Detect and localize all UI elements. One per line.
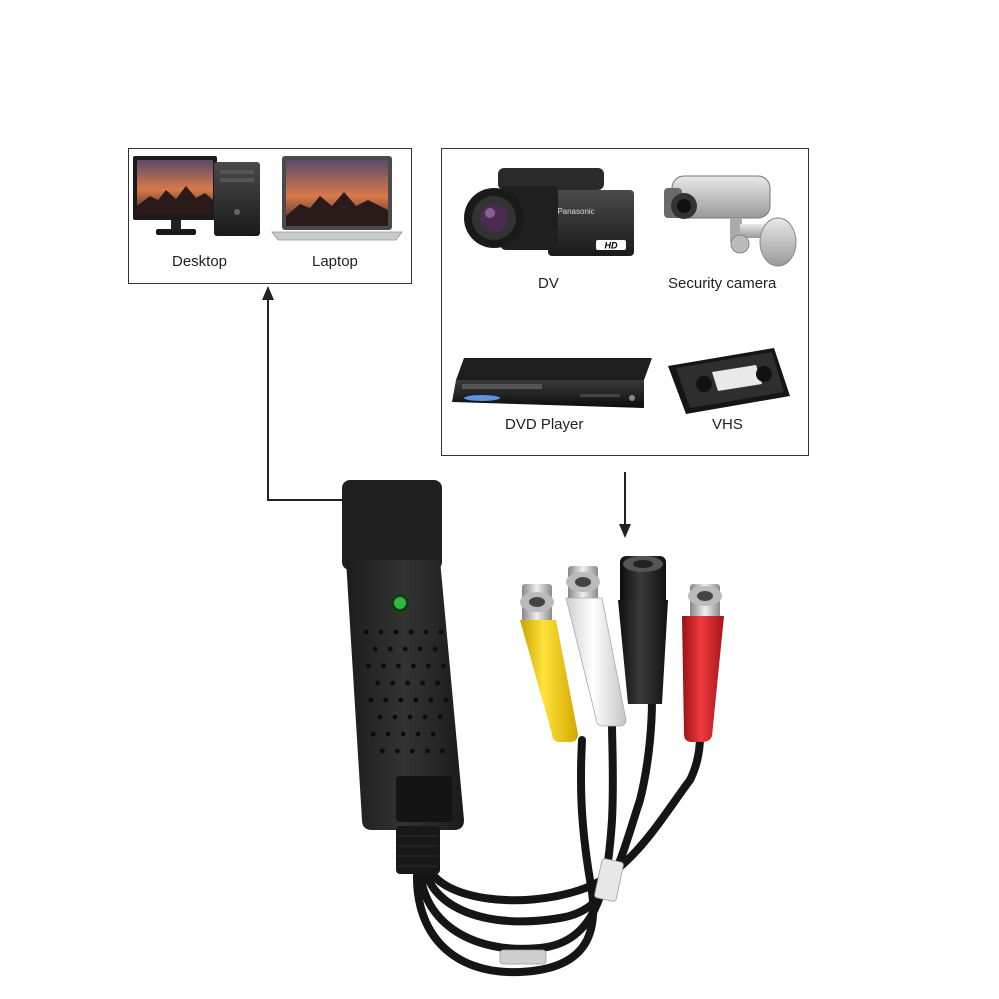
vent-hole	[395, 748, 400, 754]
vent-hole	[381, 663, 386, 669]
vent-hole	[368, 697, 374, 703]
vent-hole	[441, 663, 446, 669]
vent-hole	[407, 714, 413, 720]
vent-hole	[363, 629, 369, 635]
svideo-connector	[618, 556, 668, 704]
vent-hole	[417, 646, 423, 652]
vent-hole	[378, 629, 384, 635]
vent-hole	[396, 663, 401, 669]
yellow-rca-connector	[520, 584, 578, 742]
vent-hole	[392, 714, 398, 720]
vent-hole	[443, 697, 449, 703]
vent-hole	[437, 714, 443, 720]
vent-hole	[372, 646, 378, 652]
vent-hole	[400, 731, 406, 737]
vent-hole	[385, 731, 391, 737]
red-rca-connector	[682, 584, 724, 742]
vent-hole	[430, 731, 436, 737]
cable-tag	[594, 858, 624, 902]
vent-hole	[408, 629, 414, 635]
vent-hole	[370, 731, 376, 737]
desktop-computer-icon	[133, 156, 260, 236]
camcorder-icon: HD Panasonic	[464, 168, 634, 256]
arrow-to-computer	[262, 286, 346, 501]
vhs-tape-icon	[668, 348, 790, 414]
vent-hole	[435, 680, 440, 686]
vent-hole	[411, 663, 416, 669]
vent-hole	[366, 663, 371, 669]
vent-hole	[413, 697, 419, 703]
vent-hole	[393, 629, 399, 635]
vent-hole	[375, 680, 380, 686]
vent-hole	[387, 646, 393, 652]
vent-hole	[383, 697, 389, 703]
status-led	[394, 597, 406, 609]
vent-hole	[438, 629, 444, 635]
vent-hole	[432, 646, 438, 652]
cable-tag	[499, 949, 547, 965]
vent-hole	[405, 680, 410, 686]
vent-hole	[440, 748, 445, 754]
vent-hole	[428, 697, 434, 703]
desktop-label: Desktop	[172, 253, 228, 270]
arrow-from-sources	[619, 472, 631, 538]
security-camera-label: Security camera	[668, 275, 777, 292]
vent-hole	[377, 714, 383, 720]
vent-hole	[426, 663, 431, 669]
vhs-label: VHS	[712, 416, 743, 433]
camcorder-brand-text: Panasonic	[557, 207, 594, 216]
usb-capture-device	[342, 480, 464, 874]
camcorder-badge-text: HD	[605, 241, 618, 251]
vent-hole	[380, 748, 385, 754]
vent-hole	[425, 748, 430, 754]
vent-hole	[420, 680, 425, 686]
vent-hole	[423, 629, 429, 635]
dv-label: DV	[538, 275, 559, 292]
vent-hole	[390, 680, 395, 686]
vent-hole	[422, 714, 428, 720]
security-camera-icon	[664, 175, 797, 267]
vent-hole	[402, 646, 408, 652]
vent-hole	[415, 731, 421, 737]
white-rca-connector	[565, 566, 627, 727]
laptop-label: Laptop	[312, 253, 358, 270]
dvd-player-label: DVD Player	[505, 416, 584, 433]
dvd-player-icon	[452, 358, 652, 408]
vent-hole	[410, 748, 415, 754]
vent-holes	[363, 629, 449, 754]
vent-hole	[398, 697, 404, 703]
laptop-icon	[271, 156, 403, 241]
